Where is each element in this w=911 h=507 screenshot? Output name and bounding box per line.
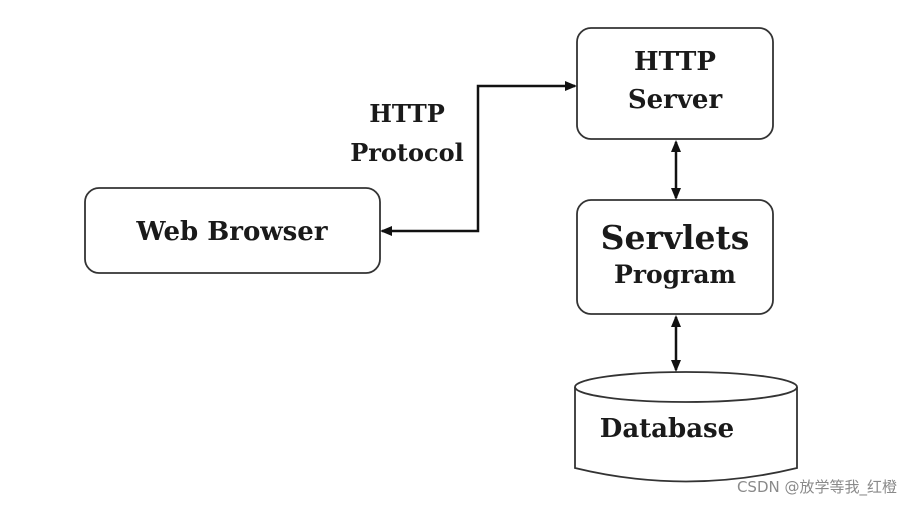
database-cylinder-top <box>574 371 798 403</box>
servlets-program-box <box>576 199 774 315</box>
http-protocol-edge: HTTP Protocol <box>350 81 577 236</box>
http-server-node: HTTP Server <box>576 27 774 140</box>
http-server-label-line2: Server <box>628 85 723 115</box>
http-server-box <box>576 27 774 140</box>
http-protocol-arrow <box>380 81 577 236</box>
servlets-label-line2: Program <box>614 260 736 289</box>
servlets-label-line1: Servlets <box>601 218 750 257</box>
http-server-label-line1: HTTP <box>634 47 716 77</box>
web-browser-node: Web Browser <box>84 187 381 274</box>
database-cylinder-body <box>574 387 798 483</box>
servlets-program-node: Servlets Program <box>576 199 774 315</box>
database-node: Database <box>574 371 798 483</box>
web-browser-label: Web Browser <box>135 217 327 247</box>
csdn-watermark: CSDN @放学等我_红橙 <box>736 478 897 496</box>
http-protocol-label-line2: Protocol <box>350 138 464 167</box>
database-label: Database <box>600 414 734 444</box>
http-protocol-label-line1: HTTP <box>369 99 445 128</box>
